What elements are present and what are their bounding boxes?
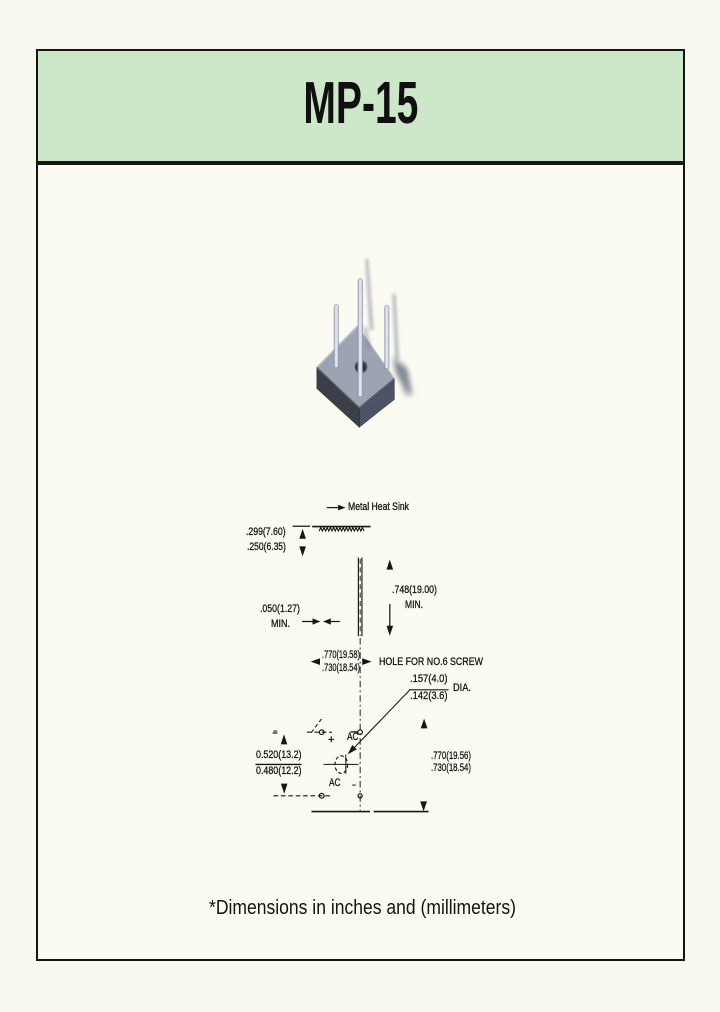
arrow-down bbox=[386, 625, 394, 636]
footnote: *Dimensions in inches and (millimeters) bbox=[209, 896, 517, 919]
label-hole-dia-min: .142(3.6) bbox=[410, 689, 448, 702]
label-hole-dia-max: .157(4.0) bbox=[410, 673, 448, 685]
pin-plus bbox=[318, 729, 325, 736]
label-terminal-minus-bottom: - bbox=[351, 778, 356, 791]
arrow-down bbox=[280, 783, 288, 794]
arrow-up bbox=[386, 559, 394, 570]
label-terminal-ac-bottom: AC bbox=[328, 777, 341, 790]
label-lead-length: .748(19.00) bbox=[392, 584, 438, 597]
body-right-face bbox=[359, 378, 395, 428]
label-terminal-minus-top: - bbox=[273, 725, 278, 737]
dimension-arrowheads bbox=[280, 504, 428, 812]
outline-drawing-bottom-view bbox=[255, 717, 429, 813]
label-terminal-ac-top: AC bbox=[346, 731, 359, 744]
label-body-height-min: .730(18.54) bbox=[430, 762, 471, 775]
page-title: MP-15 bbox=[303, 69, 418, 136]
arrow-right bbox=[312, 618, 321, 625]
leader-line bbox=[350, 689, 410, 752]
arrow-down bbox=[299, 546, 306, 557]
label-dia: DIA. bbox=[452, 681, 471, 694]
body-left-face bbox=[316, 366, 360, 428]
pin-shadow bbox=[400, 363, 409, 397]
heatsink-hatch bbox=[318, 526, 365, 533]
component-pins bbox=[333, 278, 390, 397]
label-body-width-max: .770(19.58) bbox=[322, 649, 360, 661]
polarity-chamfer-mark bbox=[310, 717, 324, 733]
label-lead-thickness: .050(1.27) bbox=[259, 603, 300, 615]
arrow-right bbox=[362, 658, 372, 665]
title-banner: MP-15 bbox=[36, 49, 685, 163]
body-edge bbox=[316, 367, 395, 409]
label-lead-length-min: MIN. bbox=[405, 599, 424, 612]
pin-ac-top bbox=[357, 729, 364, 736]
pin bbox=[384, 305, 390, 369]
label-metal-heat-sink: Metal Heat Sink bbox=[347, 500, 409, 513]
pin-shadow bbox=[392, 293, 399, 360]
component-3d-render bbox=[316, 258, 413, 428]
label-terminal-plus: + bbox=[328, 733, 335, 746]
leader-arrowhead bbox=[347, 745, 357, 755]
label-heatsink-thickness-max: .299(7.60) bbox=[246, 525, 286, 538]
pin-shadow bbox=[365, 258, 374, 331]
label-pin-spacing-max: 0.520(13.2) bbox=[256, 749, 302, 761]
arrow-up bbox=[299, 528, 306, 539]
arrow-up bbox=[280, 734, 288, 745]
arrow-left bbox=[322, 618, 331, 625]
arrow-left bbox=[310, 658, 320, 665]
label-body-width-min: .730(18.54) bbox=[322, 662, 360, 674]
pin bbox=[357, 278, 363, 397]
label-lead-thickness-min: MIN. bbox=[270, 618, 290, 631]
label-heatsink-thickness-min: .250(6.35) bbox=[246, 540, 286, 553]
pin-shadow-on-face bbox=[363, 326, 371, 349]
arrow-up bbox=[420, 718, 428, 729]
label-pin-spacing-min: 0.480(12.2) bbox=[256, 764, 302, 777]
pin-ac-bottom bbox=[318, 792, 325, 799]
outline-drawing-side-view bbox=[292, 506, 449, 811]
arrow-down bbox=[420, 801, 427, 812]
label-body-height-max: .770(19.56) bbox=[430, 749, 471, 762]
pin bbox=[333, 304, 339, 368]
callout-arrowhead bbox=[338, 504, 346, 511]
label-hole-note: HOLE FOR NO.6 SCREW bbox=[379, 655, 483, 668]
pin-minus bbox=[357, 793, 363, 799]
